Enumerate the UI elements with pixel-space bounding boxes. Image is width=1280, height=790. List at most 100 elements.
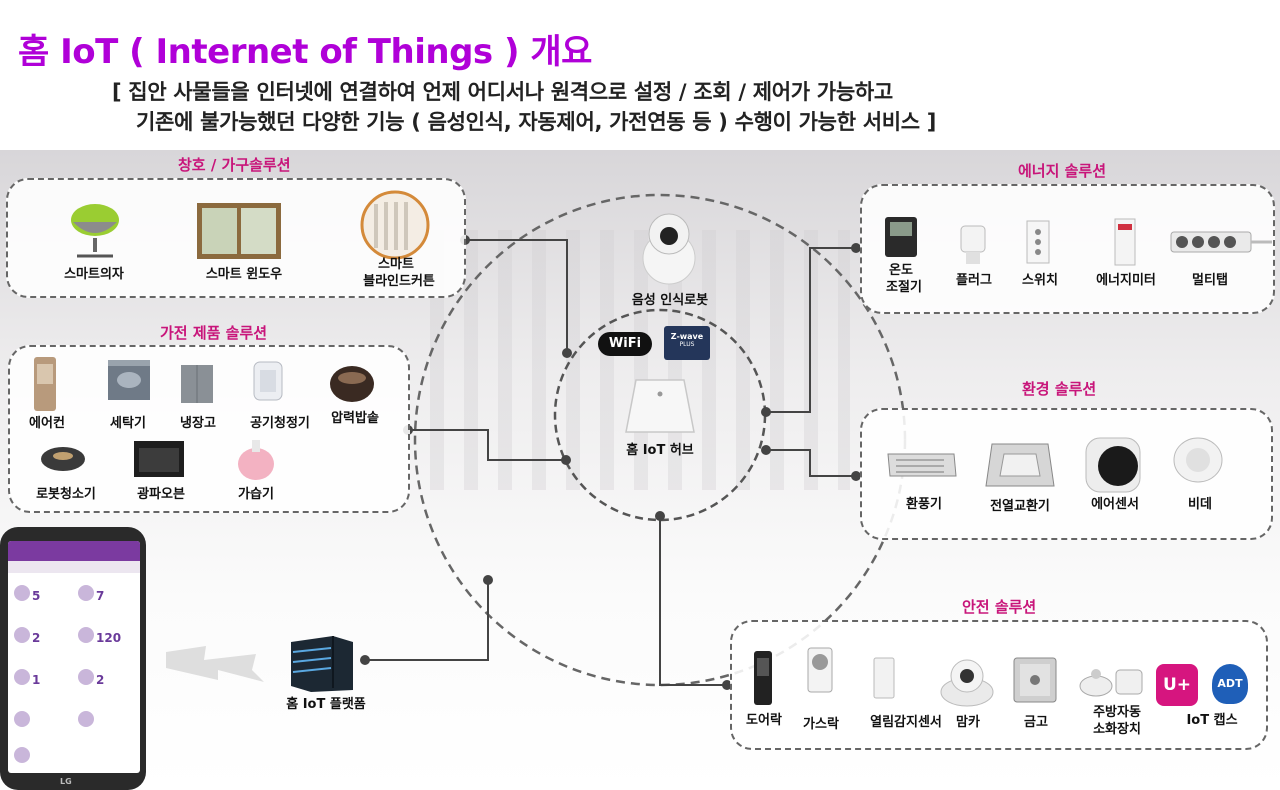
zwave-logo: Z-wave PLUS: [664, 326, 710, 360]
humidifier-icon: [238, 440, 274, 480]
phone-screen: 5 7 2 120 1 2: [8, 541, 140, 773]
bidet-icon: [1173, 437, 1223, 483]
washer-icon: [108, 360, 150, 400]
wifi-logo: WiFi: [598, 332, 652, 356]
phone-tile[interactable]: [76, 705, 136, 735]
phone-tile[interactable]: 2: [76, 663, 136, 693]
server-icon: [291, 636, 353, 692]
safety-item-label: 주방자동: [1093, 705, 1141, 720]
phone-app-header: [8, 541, 140, 561]
furniture-item-label: 스마트의자: [64, 267, 124, 282]
air-conditioner-icon: [34, 357, 56, 411]
smart-blind-icon: [360, 190, 430, 260]
gas-lock-icon: [807, 647, 833, 693]
safety-item-label: 도어락: [746, 713, 782, 728]
appliance-item-label: 에어컨: [29, 416, 65, 431]
switch-icon: [1026, 220, 1050, 264]
safety-item-label: 맘카: [956, 715, 980, 730]
iot-hub-icon: [625, 379, 695, 433]
line-environment: [766, 449, 856, 477]
environment-item-label: 비데: [1188, 497, 1212, 512]
appliance-item-label: 냉장고: [180, 416, 216, 431]
wifi-label: WiFi: [608, 336, 642, 351]
subtitle-line-2: 기존에 불가능했던 다양한 기능 ( 음성인식, 자동제어, 가전연동 등 ) …: [136, 110, 937, 134]
iot-hub-label: 홈 IoT 허브: [626, 443, 694, 458]
safety-item-label: 열림감지센서: [870, 715, 942, 730]
energy-meter-icon: [1114, 218, 1136, 266]
safe-icon: [1013, 657, 1057, 703]
adt-logo: ADT: [1212, 664, 1248, 704]
energy-item-label: 조절기: [886, 280, 922, 295]
phone-tile[interactable]: [12, 741, 72, 771]
air-sensor-icon: [1085, 437, 1141, 493]
door-lock-icon: [754, 651, 772, 705]
furniture-item-label: 스마트 윈도우: [205, 267, 283, 282]
plug-icon: [960, 225, 986, 264]
page-title: 홈 IoT ( Internet of Things ) 개요: [18, 32, 592, 72]
fire-extinguisher-icon: [1079, 669, 1143, 697]
line-energy: [766, 247, 856, 413]
adt-logo-text: ADT: [1217, 677, 1243, 690]
smart-window-icon: [197, 203, 281, 259]
environment-item-label: 환풍기: [906, 497, 942, 512]
voice-robot-label: 음성 인식로봇: [631, 293, 709, 308]
safety-item-label: 금고: [1024, 715, 1048, 730]
phone-tile[interactable]: 2: [12, 621, 72, 651]
zwave-sub-label: PLUS: [679, 341, 695, 348]
robot-cleaner-icon: [41, 447, 85, 471]
appliance-section-title: 가전 제품 솔루션: [160, 324, 268, 342]
line-safety: [659, 516, 727, 686]
appliance-item-label: 압력밥솥: [331, 411, 379, 426]
air-purifier-icon: [253, 361, 283, 401]
line-appliance: [408, 429, 566, 461]
line-platform: [365, 580, 489, 661]
energy-item-label: 에너지미터: [1096, 273, 1156, 288]
appliance-item-label: 로봇청소기: [36, 487, 96, 502]
energy-item-label: 온도: [889, 263, 913, 278]
ventilation-fan-icon: [887, 453, 957, 477]
phone-app-tab: [8, 561, 140, 573]
phone-tile[interactable]: 1: [12, 663, 72, 693]
energy-item-label: 스위치: [1022, 273, 1058, 288]
zwave-label: Z-wave: [670, 332, 704, 341]
environment-item-label: 전열교환기: [990, 499, 1050, 514]
rice-cooker-icon: [330, 366, 374, 402]
environment-section-title: 환경 솔루션: [1022, 380, 1097, 398]
appliance-item-label: 세탁기: [110, 416, 146, 431]
voice-robot-icon: [642, 213, 696, 285]
energy-item-label: 멀티탭: [1192, 273, 1228, 288]
energy-item-label: 플러그: [956, 273, 992, 288]
open-sensor-icon: [873, 657, 895, 699]
uplus-logo-text: U+: [1162, 675, 1192, 695]
refrigerator-icon: [181, 365, 213, 403]
furniture-item-label: 블라인드커튼: [363, 274, 435, 289]
phone-tile[interactable]: [12, 705, 72, 735]
phone-tile[interactable]: 5: [12, 579, 72, 609]
safety-item-label: IoT 캡스: [1186, 713, 1238, 728]
phone-tile[interactable]: 120: [76, 621, 136, 651]
phone-tile[interactable]: 7: [76, 579, 136, 609]
multi-tap-icon: [1170, 231, 1272, 253]
safety-item-label: 가스락: [803, 717, 839, 732]
safety-item-label: 소화장치: [1093, 722, 1141, 737]
uplus-logo: U+: [1156, 664, 1198, 706]
thermostat-icon: [885, 217, 917, 257]
appliance-item-label: 가습기: [238, 487, 274, 502]
heat-exchanger-icon: [985, 443, 1055, 487]
line-furniture: [465, 239, 568, 353]
furniture-section-title: 창호 / 가구솔루션: [178, 156, 291, 174]
smartphone: 5 7 2 120 1 2 LG: [0, 527, 146, 790]
environment-item-label: 에어센서: [1091, 497, 1139, 512]
lightning-icon: [166, 646, 264, 682]
phone-brand-logo: LG: [60, 777, 72, 786]
appliance-item-label: 공기청정기: [250, 416, 310, 431]
furniture-item-label: 스마트: [378, 257, 414, 272]
subtitle-line-1: [ 집안 사물들을 인터넷에 연결하여 언제 어디서나 원격으로 설정 / 조회…: [112, 80, 893, 104]
energy-section-title: 에너지 솔루션: [1018, 162, 1107, 180]
safety-section-title: 안전 솔루션: [962, 598, 1037, 616]
background-city: [430, 230, 850, 490]
platform-label: 홈 IoT 플랫폼: [286, 697, 366, 712]
mom-camera-icon: [940, 659, 994, 707]
appliance-item-label: 광파오븐: [137, 487, 185, 502]
oven-icon: [134, 441, 184, 477]
